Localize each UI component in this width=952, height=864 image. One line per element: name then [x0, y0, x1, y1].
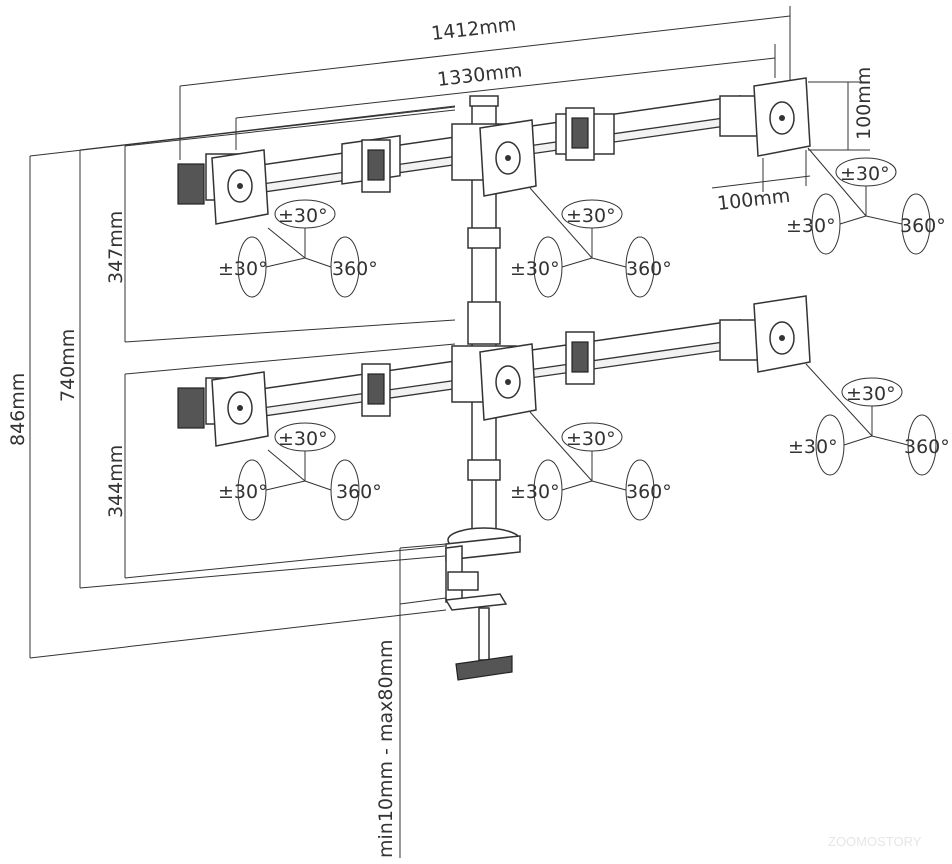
total-width-label: 1412mm	[430, 13, 517, 45]
swivel-label-6: ±30°	[788, 436, 838, 458]
tilt-label-2: ±30°	[566, 205, 616, 227]
tilt-label-4: ±30°	[278, 428, 328, 450]
vesa-plate-bottom-center	[479, 343, 537, 421]
swivel-label-2: ±30°	[510, 258, 560, 280]
vesa-plate-bottom-right	[753, 295, 811, 373]
tilt-label-6: ±30°	[846, 383, 896, 405]
arm-width-label: 1330mm	[436, 59, 523, 91]
rotation-symbol-6	[805, 363, 937, 476]
dimension-labels: 1412mm 1330mm 100mm 100mm 347mm 344mm 74…	[7, 13, 875, 858]
tilt-label-5: ±30°	[566, 428, 616, 450]
watermark: ZOOMOSTORY	[828, 834, 922, 849]
swivel-label-4: ±30°	[218, 481, 268, 503]
rotation-symbol-3	[807, 147, 931, 255]
rotation-labels: ±30° ±30° 360° ±30° ±30° 360° ±30° ±30° …	[218, 163, 950, 503]
vesa-plate-top-right	[753, 77, 811, 157]
rotation-symbol-1	[237, 199, 360, 298]
rotate-label-3: 360°	[900, 215, 946, 237]
rotate-label-2: 360°	[626, 258, 672, 280]
height-846-label: 846mm	[7, 373, 29, 446]
height-740-label: 740mm	[57, 329, 79, 402]
rotate-label-6: 360°	[904, 436, 950, 458]
rotation-symbol-5	[529, 411, 655, 521]
lower-spacing-label: 344mm	[105, 445, 127, 518]
tilt-label-3: ±30°	[840, 163, 890, 185]
rotate-label-4: 360°	[336, 481, 382, 503]
tilt-label-1: ±30°	[278, 205, 328, 227]
rotation-symbol-4	[237, 422, 360, 521]
vesa-width-label: 100mm	[716, 185, 791, 215]
upper-spacing-label: 347mm	[105, 211, 127, 284]
desk-clamp	[444, 527, 521, 681]
rotate-label-5: 360°	[626, 481, 672, 503]
swivel-label-5: ±30°	[510, 481, 560, 503]
swivel-label-1: ±30°	[218, 258, 268, 280]
swivel-label-3: ±30°	[786, 215, 836, 237]
vesa-plate-top-left	[211, 149, 269, 225]
clamp-range-label: min10mm - max80mm	[375, 639, 397, 858]
rotate-label-1: 360°	[332, 258, 378, 280]
vesa-plate-bottom-left	[211, 371, 269, 447]
vesa-height-label: 100mm	[853, 67, 875, 140]
dimension-lines	[29, 6, 870, 858]
vesa-plate-top-center	[479, 119, 537, 197]
rotation-symbol-2	[529, 187, 655, 298]
